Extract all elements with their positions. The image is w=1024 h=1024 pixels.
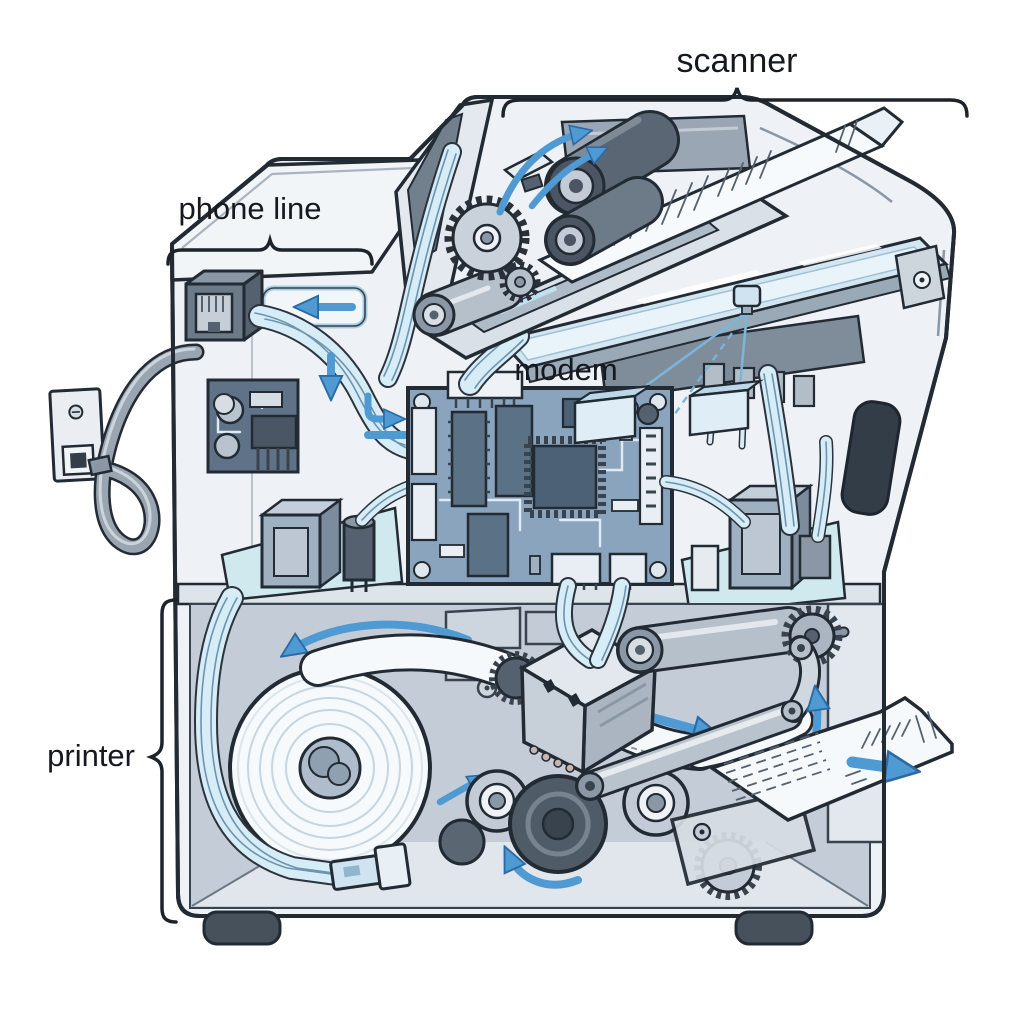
scanner-label: scanner — [676, 42, 798, 80]
phone-cable — [87, 349, 196, 547]
platen-bar — [575, 701, 803, 801]
scanner-motor — [412, 265, 525, 337]
paper-roll — [228, 666, 432, 870]
phone-line-section — [48, 269, 442, 547]
pinch-rollers — [438, 769, 690, 874]
power-transformer-right — [726, 483, 814, 591]
light-sensor — [688, 379, 764, 437]
dip-chip — [450, 410, 488, 508]
dip-chip — [494, 404, 534, 498]
modem-bottom-connector — [550, 552, 602, 586]
cable-plug — [87, 454, 113, 477]
feed-rollers — [544, 110, 680, 266]
head-teeth — [529, 745, 575, 773]
document — [536, 106, 905, 284]
drive-motor — [616, 605, 850, 674]
glass-corner-bracket — [894, 244, 946, 310]
printer-label: printer — [47, 738, 135, 773]
arrow-roll-icon — [288, 620, 472, 652]
scan-optics — [573, 284, 764, 445]
arrow-output-icon — [846, 762, 908, 770]
machine-outline — [170, 95, 957, 918]
scanner-brace — [501, 87, 969, 118]
dip-chip — [466, 512, 510, 578]
printer-brace — [146, 598, 178, 924]
printer-section — [189, 586, 954, 909]
arrow-bend-icon — [364, 392, 398, 419]
side-handle-recess — [840, 400, 902, 516]
phone-line-label: phone line — [178, 191, 322, 226]
scan-lamp — [732, 284, 762, 308]
qfp-pins — [524, 436, 606, 518]
arrow-ccw-icon — [508, 854, 582, 889]
rubber-foot — [202, 910, 282, 946]
pin-header — [638, 426, 664, 526]
harness-connector — [329, 842, 412, 891]
arrow-up-icon — [816, 694, 818, 740]
main-processor-chip — [532, 444, 598, 510]
arrow-feed-icon — [528, 150, 602, 210]
light-beam-dashed — [671, 311, 748, 419]
scanner-assembly — [384, 97, 905, 380]
power-transformer-left — [258, 497, 344, 590]
phone-wall-outlet — [48, 387, 106, 483]
light-sensor — [573, 384, 651, 445]
drive-gear — [444, 195, 530, 281]
rubber-foot — [734, 910, 814, 946]
capacitor — [342, 514, 376, 592]
drive-gear-small — [499, 261, 541, 303]
modem-label: modem — [514, 352, 618, 387]
line-interface-board — [206, 378, 300, 474]
phone-line-brace — [166, 233, 374, 266]
motor-gear — [781, 605, 843, 667]
linkage-arm — [780, 635, 821, 723]
arrow-feed-icon — [496, 132, 585, 216]
rj11-jack — [184, 269, 264, 342]
power-board-left — [220, 486, 412, 602]
